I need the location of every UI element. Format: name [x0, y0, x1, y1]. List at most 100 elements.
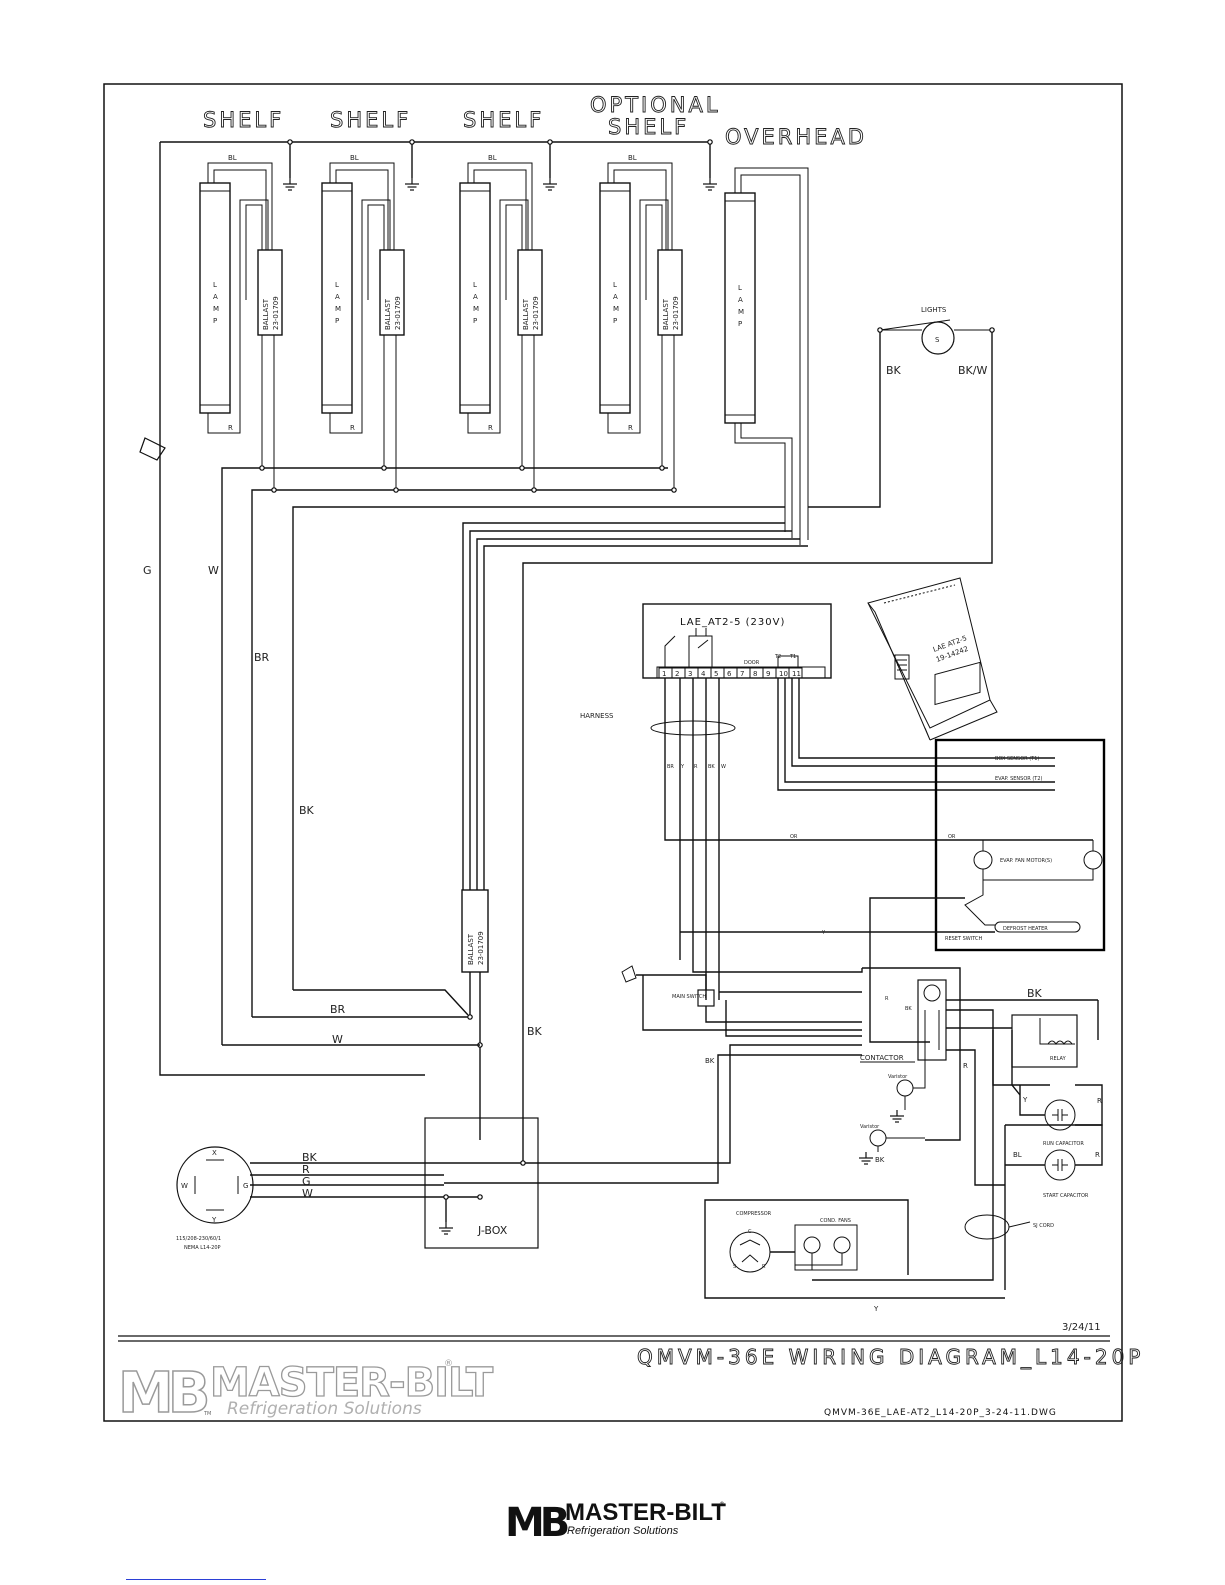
- svg-text:EVAP. FAN MOTOR(S): EVAP. FAN MOTOR(S): [1000, 858, 1052, 864]
- svg-text:L: L: [213, 281, 217, 289]
- svg-text:Y: Y: [821, 930, 826, 936]
- svg-text:MB: MB: [118, 1361, 207, 1426]
- controller-product-image: LAE AT2-5 19-14242: [867, 577, 998, 741]
- terminal-number: 9: [766, 670, 770, 678]
- drawing-filename: QMVM-36E_LAE-AT2_L14-20P_3-24-11.DWG: [824, 1408, 1057, 1418]
- svg-text:P: P: [213, 317, 217, 325]
- varistor-2: Varistor BK: [858, 1124, 925, 1165]
- svg-text:BK: BK: [705, 1057, 715, 1065]
- svg-text:W: W: [181, 1182, 188, 1190]
- svg-text:MASTER-BILT: MASTER-BILT: [565, 1499, 726, 1526]
- svg-text:BK/W: BK/W: [958, 364, 987, 377]
- drawing-date: 3/24/11: [1062, 1322, 1101, 1333]
- header-shelf-3: SHELF: [463, 108, 544, 132]
- svg-text:BL: BL: [228, 154, 237, 162]
- svg-text:BALLAST: BALLAST: [662, 298, 670, 330]
- svg-text:BL: BL: [350, 154, 359, 162]
- nema-plug: X Y W G: [176, 1146, 254, 1224]
- sj-cord: [964, 1214, 1010, 1240]
- ground-icon: [282, 139, 718, 191]
- svg-text:23-01709: 23-01709: [477, 931, 485, 965]
- svg-text:P: P: [473, 317, 477, 325]
- svg-text:S: S: [733, 1264, 736, 1270]
- svg-text:L: L: [335, 281, 339, 289]
- svg-text:®: ®: [719, 1501, 725, 1508]
- svg-text:BK: BK: [886, 364, 902, 377]
- svg-text:R: R: [885, 996, 889, 1002]
- terminal-number: 6: [727, 670, 732, 678]
- terminal-number: 5: [714, 670, 718, 678]
- svg-text:R: R: [963, 1062, 968, 1070]
- svg-text:C: C: [748, 1229, 752, 1235]
- svg-text:G: G: [243, 1182, 248, 1190]
- svg-text:A: A: [335, 293, 340, 301]
- svg-text:BALLAST: BALLAST: [522, 298, 530, 330]
- svg-text:G: G: [302, 1175, 311, 1188]
- evap-fan-motor: EVAP. FAN MOTOR(S): [973, 840, 1103, 881]
- svg-text:Varistor: Varistor: [888, 1074, 908, 1080]
- svg-text:M: M: [213, 305, 219, 313]
- svg-text:115/208-230/60/1: 115/208-230/60/1: [176, 1236, 221, 1242]
- terminal-number: 7: [740, 670, 744, 678]
- svg-text:DEFROST HEATER: DEFROST HEATER: [1003, 926, 1048, 932]
- svg-text:BK: BK: [708, 764, 715, 770]
- svg-text:NEMA L14-20P: NEMA L14-20P: [184, 1245, 221, 1251]
- svg-text:P: P: [613, 317, 617, 325]
- svg-text:MAIN SWITCH: MAIN SWITCH: [672, 994, 706, 1000]
- terminal-number: 4: [701, 670, 706, 678]
- harness-label: HARNESS: [580, 712, 614, 720]
- svg-text:RUN CAPACITOR: RUN CAPACITOR: [1043, 1141, 1084, 1147]
- svg-text:23-01709: 23-01709: [394, 296, 402, 330]
- svg-text:TM: TM: [203, 1411, 211, 1417]
- start-capacitor: START CAPACITOR: [1043, 1149, 1089, 1199]
- svg-text:BR: BR: [330, 1003, 346, 1016]
- ballast-lower: BALLAST 23-01709: [252, 889, 489, 1140]
- svg-text:X: X: [212, 1149, 217, 1157]
- svg-text:T1: T1: [789, 654, 796, 660]
- svg-text:M: M: [335, 305, 341, 313]
- svg-text:BK: BK: [905, 1006, 912, 1012]
- svg-text:BK: BK: [302, 1151, 318, 1164]
- svg-text:BL: BL: [628, 154, 637, 162]
- header-shelf-2: SHELF: [330, 108, 411, 132]
- controller-lae-at2: LAE_AT2-5 (230V): [642, 603, 832, 679]
- svg-text:Y: Y: [873, 1305, 879, 1313]
- svg-text:S: S: [935, 336, 940, 344]
- svg-text:RELAY: RELAY: [1050, 1056, 1067, 1062]
- footer-link-underline[interactable]: [126, 1579, 266, 1580]
- svg-text:R: R: [1095, 1151, 1100, 1159]
- svg-text:BALLAST: BALLAST: [467, 933, 475, 965]
- terminal-number: 10: [779, 670, 788, 678]
- drawing-border: [103, 83, 1123, 1422]
- svg-text:W: W: [208, 564, 219, 577]
- varistor-1: Varistor: [888, 1050, 926, 1123]
- svg-text:W: W: [302, 1187, 313, 1200]
- header-optional-shelf: SHELF: [608, 115, 689, 139]
- svg-text:W: W: [332, 1033, 343, 1046]
- svg-text:Varistor: Varistor: [860, 1124, 880, 1130]
- svg-text:EVAP. SENSOR (T2): EVAP. SENSOR (T2): [995, 776, 1043, 782]
- svg-text:R: R: [762, 1264, 766, 1270]
- svg-text:COND. FANS: COND. FANS: [820, 1218, 851, 1224]
- terminal-number: 8: [753, 670, 757, 678]
- terminal-number: 3: [688, 670, 692, 678]
- controller-title: LAE_AT2-5 (230V): [680, 617, 785, 628]
- svg-text:L: L: [473, 281, 477, 289]
- svg-text:R: R: [350, 424, 355, 432]
- svg-text:START CAPACITOR: START CAPACITOR: [1043, 1193, 1089, 1199]
- header-optional: OPTIONAL: [590, 93, 721, 117]
- header-overhead: OVERHEAD: [725, 125, 867, 149]
- lights-label: LIGHTS: [921, 306, 947, 314]
- svg-text:23-01709: 23-01709: [672, 296, 680, 330]
- svg-text:OR: OR: [790, 834, 798, 840]
- svg-text:A: A: [738, 296, 743, 304]
- contactor: CONTACTOR: [860, 979, 947, 1063]
- svg-text:A: A: [613, 293, 618, 301]
- svg-text:R: R: [228, 424, 233, 432]
- svg-text:BL: BL: [1013, 1151, 1022, 1159]
